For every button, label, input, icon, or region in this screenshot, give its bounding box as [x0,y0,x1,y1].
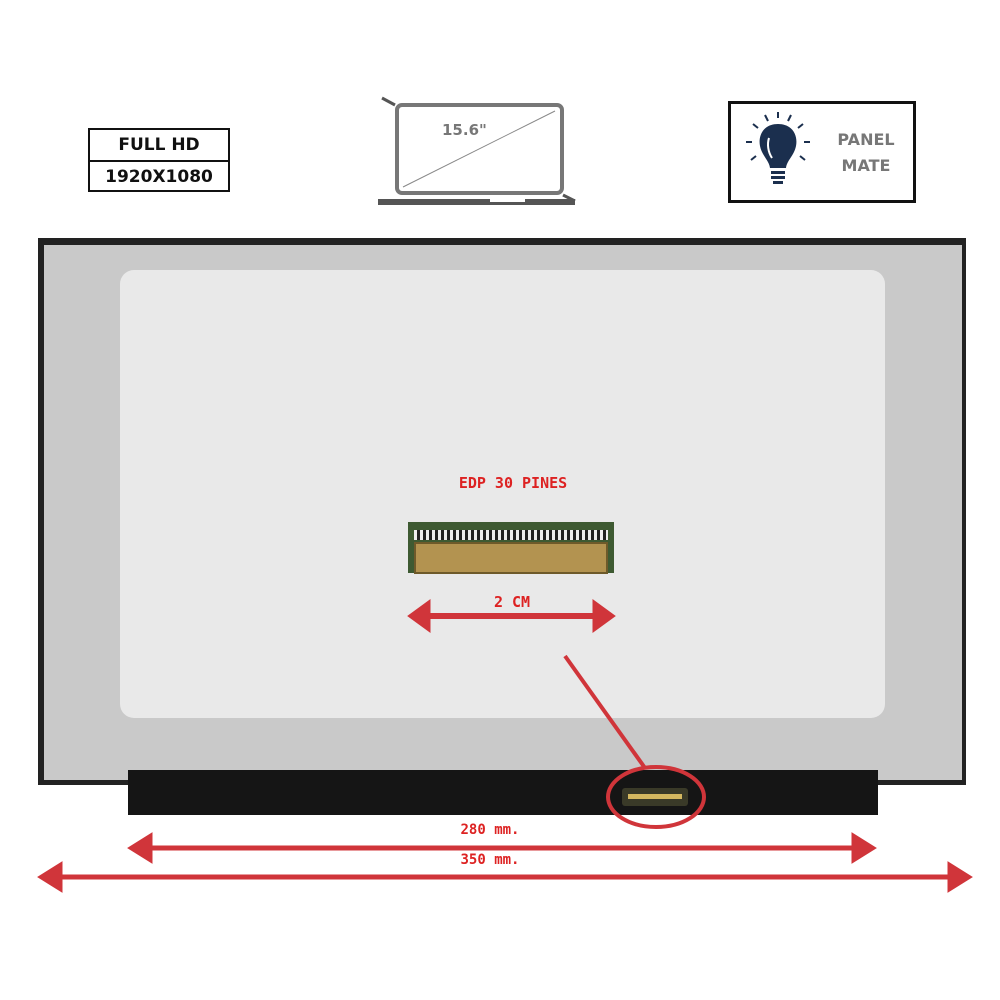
connector-image [408,522,614,574]
resolution-badge: FULL HD 1920X1080 [88,128,230,192]
outer-width-label: 350 mm. [460,852,520,868]
connector-label: EDP 30 PINES [458,474,568,492]
panel-line1: PANEL [837,130,895,149]
screen-panel [120,270,885,718]
laptop-icon [378,96,576,205]
panel-badge: PANEL MATE [728,101,916,203]
panel-line2: MATE [841,156,891,175]
connector-width-label: 2 CM [493,593,531,611]
resolution-value: 1920X1080 [105,167,213,187]
resolution-label: FULL HD [90,130,228,162]
screen-size-label: 15.6" [442,121,487,139]
connector-port [622,788,688,806]
screen-bottom-bar [128,770,878,815]
laptop-size-icon: 15.6" [370,95,585,207]
inner-width-label: 280 mm. [460,822,520,838]
lightbulb-icon [746,112,810,184]
